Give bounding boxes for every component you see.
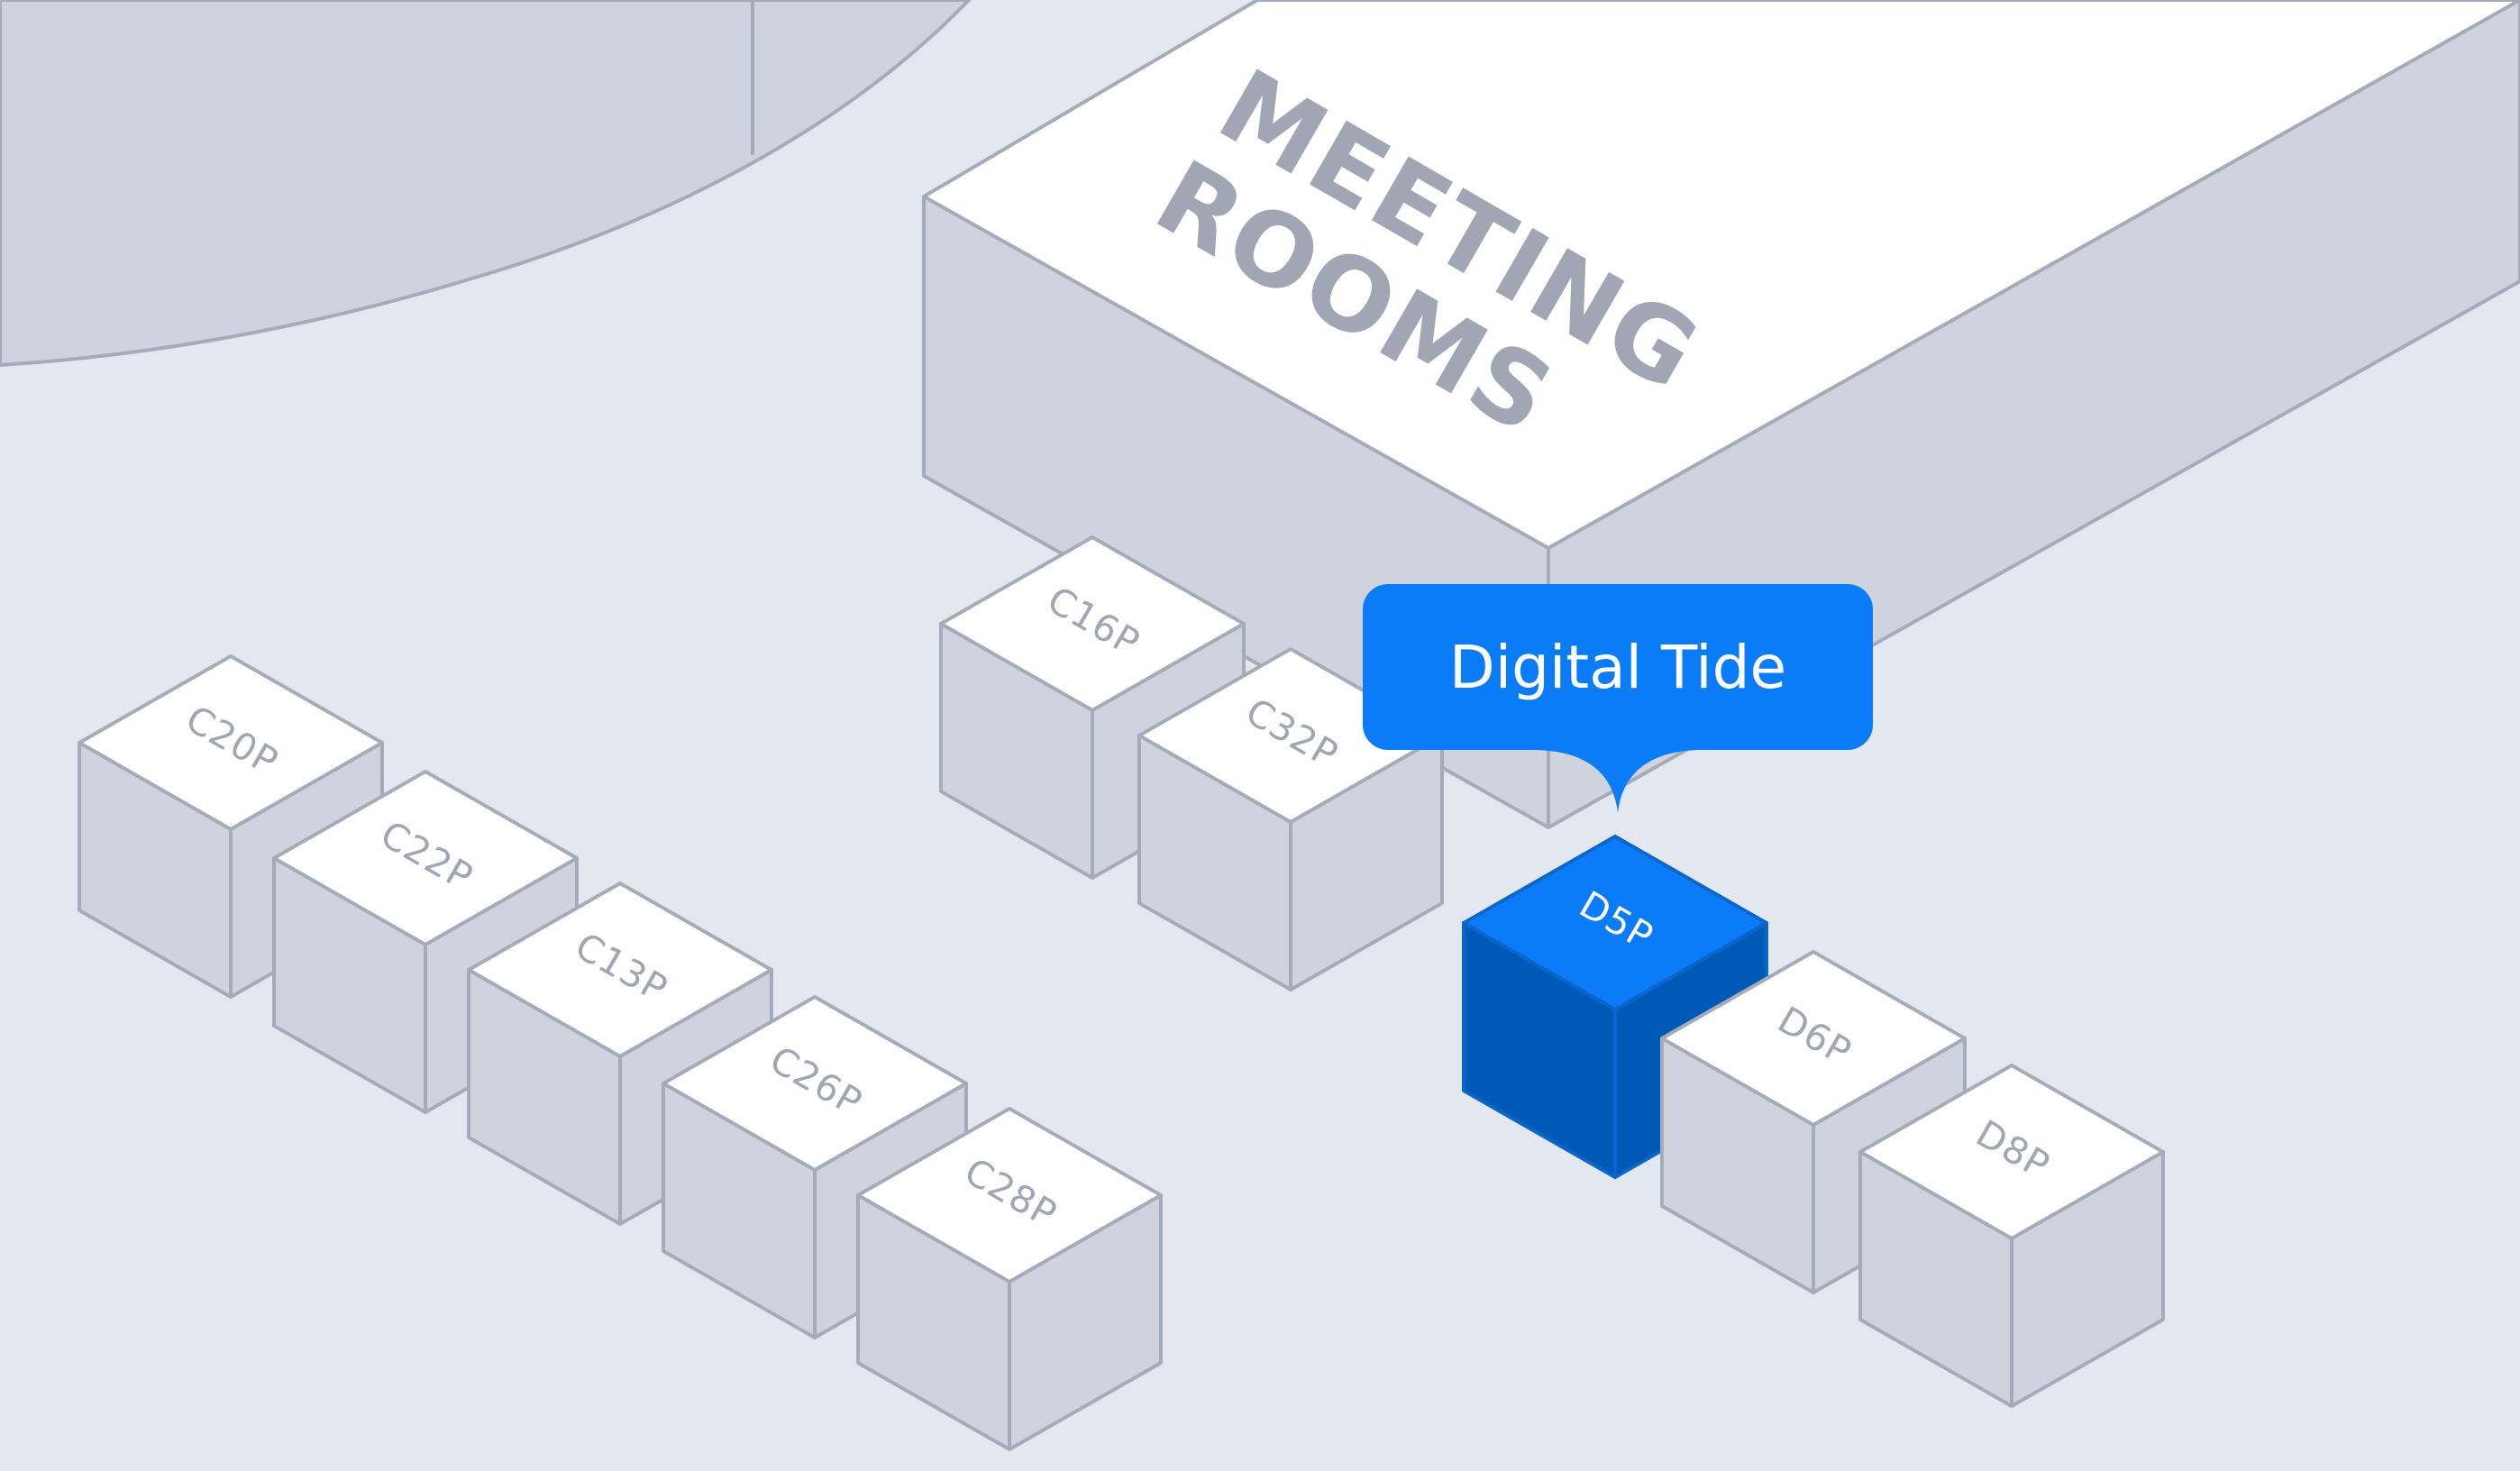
selected-desk-tooltip: Digital Tide	[1363, 584, 1873, 750]
desk-top	[1462, 835, 1768, 1011]
desk-c28p[interactable]: C28P	[856, 1107, 1163, 1451]
desk-top	[272, 770, 579, 946]
round-zone	[0, 0, 972, 368]
desk-top	[856, 1107, 1163, 1284]
desk-top	[467, 882, 773, 1058]
desk-top	[1660, 950, 1967, 1127]
desk-c26p[interactable]: C26P	[662, 995, 968, 1339]
desk-d8p[interactable]: D8P	[1858, 1064, 2165, 1408]
desk-d5p[interactable]: D5P	[1462, 835, 1768, 1179]
desk-top	[939, 535, 1246, 712]
desk-top	[78, 654, 384, 831]
speech-tail-icon	[1532, 750, 1703, 813]
meeting-rooms-top	[922, 0, 2520, 550]
desk-top	[662, 995, 968, 1172]
tooltip-text: Digital Tide	[1448, 632, 1787, 702]
desk-top	[1858, 1064, 2165, 1240]
